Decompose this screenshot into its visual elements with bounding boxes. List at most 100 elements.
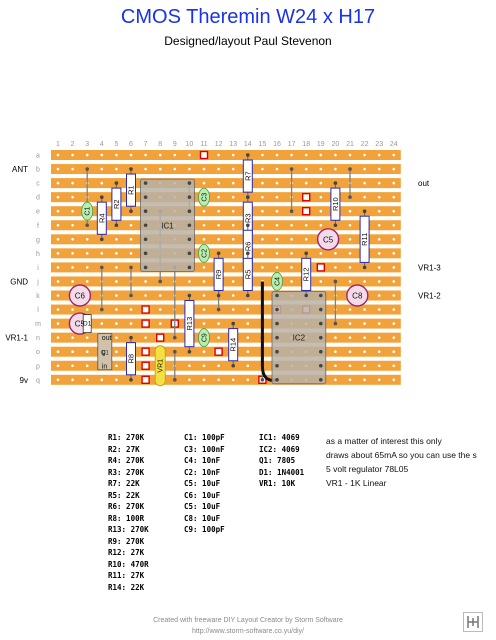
strip-hole (377, 167, 381, 171)
strip-hole (261, 181, 264, 185)
resistor-body (301, 257, 312, 292)
resistor-spec-item: R6: 270K (108, 502, 145, 511)
column-number: 20 (332, 141, 340, 148)
column-number: 10 (186, 141, 194, 148)
strip-hole (377, 181, 381, 185)
strip-hole (231, 266, 235, 269)
solder-point (333, 279, 338, 284)
strip-hole (304, 167, 308, 171)
footer-url[interactable]: http://www.storm-software.co.yu/diy/ (191, 628, 305, 635)
ic-pin (187, 181, 192, 185)
strip-hole (129, 223, 133, 227)
ic-pin (143, 181, 148, 185)
ic-pin (187, 251, 192, 256)
strip-hole (334, 336, 337, 339)
track-cut (155, 333, 165, 342)
strip-hole (377, 336, 381, 339)
strip-hole (231, 280, 235, 283)
strip-hole (319, 181, 323, 185)
page-subtitle: Designed/layout Paul Stevenon (164, 34, 332, 48)
strip-hole (392, 209, 396, 213)
strip-hole (202, 308, 206, 311)
column-number: 6 (129, 141, 133, 148)
row-letter: d (36, 195, 40, 202)
solder-point (129, 209, 133, 213)
solder-point (100, 195, 104, 199)
semiconductor-spec-item: IC1: 4069 (259, 433, 300, 442)
strip-hole (246, 378, 250, 382)
strip-hole (231, 294, 235, 297)
column-number: 24 (390, 141, 398, 148)
strip-hole (85, 280, 89, 283)
strip-hole (348, 153, 352, 157)
strip-hole (202, 167, 206, 171)
copper-strip (51, 220, 401, 231)
strip-hole (85, 252, 89, 255)
strip-hole (217, 223, 220, 227)
track-cut (316, 263, 325, 272)
strip-hole (348, 223, 352, 227)
strip-hole (56, 308, 60, 311)
strip-hole (348, 238, 352, 241)
strip-hole (261, 195, 264, 199)
strip-hole (392, 378, 396, 382)
row-letter: p (36, 363, 40, 370)
solder-point (246, 223, 250, 228)
electrolytic-capacitor (316, 228, 340, 251)
strip-hole (377, 378, 381, 382)
track-cut (302, 206, 311, 216)
strip-hole (100, 153, 104, 157)
strip-hole (85, 153, 89, 157)
strip-hole (392, 195, 396, 199)
strip-hole (319, 167, 323, 171)
resistor-body (242, 257, 253, 292)
ic-pin (319, 363, 323, 368)
strip-hole (231, 223, 235, 227)
solder-point (129, 265, 133, 270)
row-letter: b (36, 167, 40, 174)
strip-hole (304, 181, 308, 185)
resistor-spec-item: R7: 22K (108, 479, 140, 488)
copper-strip (51, 192, 401, 203)
strip-hole (290, 238, 293, 241)
strip-hole (56, 223, 60, 227)
column-number: 22 (361, 141, 369, 148)
ic-pin (187, 237, 192, 242)
row-letter: o (36, 349, 40, 356)
strip-hole (56, 322, 60, 325)
strip-hole (392, 364, 396, 368)
strip-hole (100, 378, 104, 382)
resistor-body (330, 187, 341, 221)
strip-hole (377, 252, 381, 255)
capacitor-spec-item: C2: 10nF (184, 467, 221, 477)
strip-hole (377, 294, 381, 297)
strip-hole (202, 350, 206, 354)
strip-hole (231, 238, 235, 241)
ceramic-capacitor (198, 328, 210, 348)
right-connection-label: VR1-3 (418, 263, 441, 272)
strip-hole (377, 280, 381, 283)
strip-hole (217, 153, 220, 157)
strip-hole (261, 266, 264, 269)
track-cut (141, 375, 150, 384)
strip-hole (275, 167, 279, 171)
semiconductor-spec-item: IC2: 4069 (259, 444, 300, 454)
column-number: 8 (158, 141, 162, 148)
strip-hole (392, 238, 396, 241)
copper-strip (51, 332, 401, 343)
left-connection-label: ANT (12, 165, 28, 174)
strip-hole (392, 294, 396, 297)
strip-hole (275, 153, 279, 157)
strip-hole (56, 336, 60, 339)
copper-strip (51, 262, 401, 273)
capacitor-label: C5 (323, 235, 334, 244)
resistor-spec-item: R13: 270K (108, 525, 149, 534)
resistor-body (111, 187, 122, 221)
strip-hole (115, 280, 118, 283)
column-number: 17 (288, 141, 296, 148)
strip-hole (290, 223, 293, 227)
strip-hole (158, 308, 162, 311)
copper-strip (51, 276, 401, 287)
solder-point (362, 209, 367, 213)
